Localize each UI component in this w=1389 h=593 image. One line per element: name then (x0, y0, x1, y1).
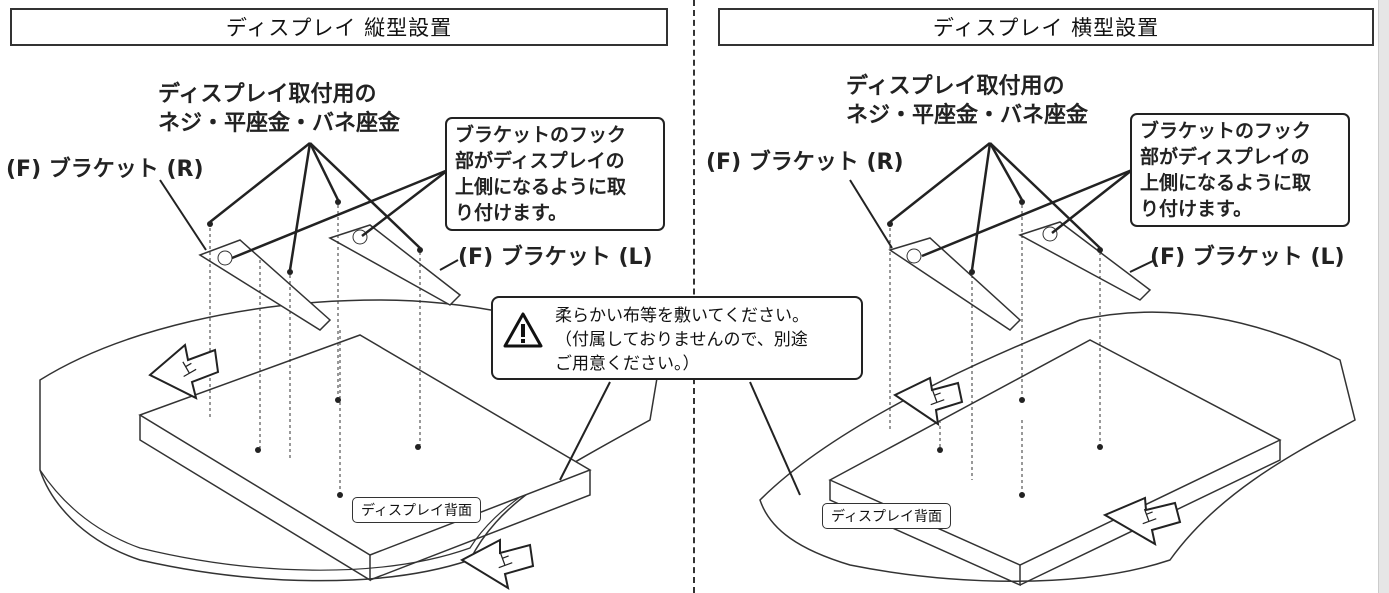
bracket-r-shape (198, 239, 332, 331)
screw-label: ディスプレイ取付用の ネジ・平座金・バネ座金 (158, 80, 400, 138)
hook-line4: り付けます。 (1140, 198, 1253, 220)
page-edge-strip (1378, 0, 1389, 593)
bracket-l-label: (F) ブラケット (L) (1150, 245, 1345, 270)
hook-line3: 上側になるように取 (455, 176, 627, 198)
hook-callout: ブラケットのフック 部がディスプレイの 上側になるように取 り付けます。 (445, 117, 665, 231)
up-arrow-mark-left: 上 (893, 376, 964, 427)
title-portrait: ディスプレイ 縦型設置 (10, 8, 668, 46)
up-arrow-mark-top: 上 (148, 343, 220, 400)
display-edge (139, 415, 371, 582)
hook-line2: 部がディスプレイの (455, 150, 625, 172)
hook-l-icon (352, 229, 368, 245)
bracket-l-shape (328, 224, 462, 306)
svg-text:上: 上 (493, 548, 515, 571)
bracket-r-shape (888, 237, 1022, 331)
bracket-r-label: (F) ブラケット (R) (706, 150, 904, 175)
screw-guide-lines (209, 205, 421, 495)
screw-label: ディスプレイ取付用の ネジ・平座金・バネ座金 (846, 72, 1088, 130)
right-panel-landscape: 上 上 ディスプレイ 横型設置 ディスプレイ取付用の ネジ・平座金・バネ座金 (… (700, 0, 1380, 593)
bracket-r-label: (F) ブラケット (R) (6, 157, 204, 182)
display-back-label: ディスプレイ背面 (822, 503, 952, 529)
warning-triangle-icon (503, 312, 543, 348)
screw-label-line1: ディスプレイ取付用の (846, 74, 1065, 99)
svg-text:上: 上 (925, 385, 947, 408)
up-arrow-mark-bottom: 上 (459, 538, 535, 591)
warning-line1: 柔らかい布等を敷いてください。 (555, 306, 809, 326)
screw-label-line2: ネジ・平座金・バネ座金 (158, 111, 401, 136)
hook-line1: ブラケットのフック (455, 124, 627, 146)
screw-guide-lines (889, 205, 1101, 495)
warning-line3: ご用意ください。） (555, 354, 700, 374)
title-landscape: ディスプレイ 横型設置 (718, 8, 1374, 46)
bracket-l-label: (F) ブラケット (L) (458, 245, 653, 270)
up-arrow-mark-right: 上 (1102, 496, 1182, 546)
hook-line3: 上側になるように取 (1140, 172, 1312, 194)
hook-l-icon (1042, 226, 1058, 242)
hook-callout: ブラケットのフック 部がディスプレイの 上側になるように取 り付けます。 (1130, 113, 1350, 227)
display-back-label: ディスプレイ背面 (352, 497, 482, 523)
screw-label-line1: ディスプレイ取付用の (158, 82, 377, 107)
screw-points (207, 199, 423, 498)
hook-r-icon (217, 250, 233, 266)
screw-label-line2: ネジ・平座金・バネ座金 (846, 103, 1089, 128)
warning-callout: 柔らかい布等を敷いてください。 （付属しておりませんので、別途 ご用意ください。… (491, 296, 863, 380)
hook-line2: 部がディスプレイの (1140, 146, 1310, 168)
warning-line2: （付属しておりませんので、別途 (555, 330, 808, 350)
hook-line4: り付けます。 (455, 202, 568, 224)
svg-text:上: 上 (1137, 504, 1159, 527)
hook-line1: ブラケットのフック (1140, 120, 1312, 142)
hook-r-icon (906, 248, 922, 264)
screw-points (887, 199, 1103, 498)
